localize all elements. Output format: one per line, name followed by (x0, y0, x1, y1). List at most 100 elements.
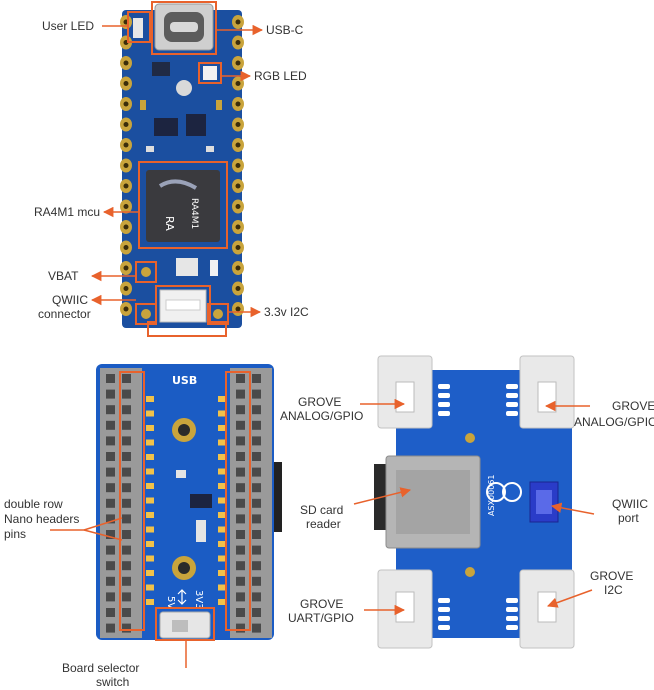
reset-button (176, 80, 192, 96)
nano-socket-pad (218, 526, 226, 533)
header-hole (252, 514, 261, 524)
nano-socket-pad (218, 439, 226, 446)
i2c-3v3-pad (213, 309, 223, 319)
header-hole (106, 452, 115, 461)
label-qwiic-port-2: port (618, 511, 639, 525)
carrier-back-board: ASX00061 GROVE ANALOG/GPIO GROVE ANALOG/… (280, 355, 654, 649)
nano-socket-pad (146, 410, 154, 417)
header-hole (236, 498, 245, 508)
silk-code: ASX00061 (487, 475, 496, 516)
nano-socket-pad (146, 512, 154, 518)
nano-socket-pad (146, 599, 154, 605)
label-sd-line1: SD card (300, 503, 343, 517)
grove-pad (438, 411, 450, 416)
header-hole (106, 545, 115, 555)
nano-socket-pad (146, 497, 154, 504)
header-hole (252, 545, 261, 555)
label-3v3-i2c: 3.3v I2C (264, 305, 309, 319)
nano-socket-pad (146, 468, 154, 475)
header-hole (106, 561, 115, 571)
header-hole (236, 405, 245, 415)
nano-socket-pad (218, 468, 226, 475)
nano-socket-pad (218, 396, 226, 402)
label-usb-c: USB-C (266, 23, 304, 37)
header-hole (252, 608, 261, 617)
chip-marking: RA4M1 (189, 198, 199, 229)
header-hole (252, 498, 261, 508)
grove-bottom-right (519, 569, 575, 649)
header-hole (122, 498, 131, 508)
nano-socket-pad (218, 425, 226, 431)
header-hole (252, 405, 261, 415)
grove-pad (438, 616, 450, 621)
header-hole (252, 420, 261, 430)
label-qwiic-line2: connector (38, 307, 91, 321)
header-hole (236, 452, 245, 461)
header-hole (252, 561, 261, 571)
ra4m1-chip (146, 170, 220, 242)
header-hole (236, 389, 245, 399)
nano-pins-right (232, 15, 244, 316)
grove-pad (506, 393, 518, 398)
header-hole (236, 436, 245, 446)
grove-pad (506, 625, 518, 630)
header-hole (236, 545, 245, 555)
label-user-led: User LED (42, 19, 94, 33)
header-hole (252, 389, 261, 399)
grove-pad (438, 607, 450, 612)
header-hole (122, 623, 131, 633)
header-hole (236, 514, 245, 524)
silk-usb: USB (172, 374, 197, 387)
label-vbat: VBAT (48, 269, 79, 283)
grove-bottom-left (377, 569, 433, 649)
nano-socket-pad (218, 541, 226, 547)
header-hole (236, 530, 245, 539)
header-hole (122, 436, 131, 446)
label-grove-analog-left-2: ANALOG/GPIO (280, 409, 363, 423)
header-hole (106, 467, 115, 477)
header-hole (122, 545, 131, 555)
header-hole (122, 452, 131, 461)
grove-pad (506, 402, 518, 407)
arduino-logo-icon (486, 482, 506, 502)
grove-pad (438, 402, 450, 407)
label-rgb-led: RGB LED (254, 69, 307, 83)
connector-carrier-board: USB 5V 3V3 double row Nano headers pins … (4, 364, 282, 689)
header-hole (122, 530, 131, 539)
grove-pad (506, 607, 518, 612)
grove-pad (438, 393, 450, 398)
header-hole (252, 452, 261, 461)
label-grove-i2c-2: I2C (604, 583, 623, 597)
nano-socket-pad (146, 425, 154, 431)
header-hole (236, 561, 245, 571)
header-hole (252, 530, 261, 539)
nano-socket-pad (218, 410, 226, 417)
nano-socket-pad (146, 584, 154, 591)
header-hole (106, 592, 115, 602)
nano-socket-pad (146, 570, 154, 576)
label-selector-line1: Board selector (62, 661, 139, 675)
header-hole (236, 592, 245, 602)
header-hole (236, 623, 245, 633)
header-hole (106, 498, 115, 508)
nano-socket-pad (146, 541, 154, 547)
header-hole (252, 623, 261, 633)
header-hole (236, 608, 245, 617)
header-hole (106, 514, 115, 524)
header-hole (106, 608, 115, 617)
header-hole (122, 561, 131, 571)
nano-pins-left (120, 15, 132, 316)
header-hole (106, 436, 115, 446)
header-hole (122, 576, 131, 586)
header-hole (236, 483, 245, 493)
header-hole (252, 483, 261, 493)
header-hole (122, 420, 131, 430)
grove-pad (438, 598, 450, 603)
header-hole (122, 483, 131, 493)
nano-board: RA RA4M1 User LED USB-C RGB LED RA4M1 mc… (34, 1, 309, 337)
label-sd-line2: reader (306, 517, 341, 531)
nano-socket-pad (146, 454, 154, 460)
header-hole (122, 405, 131, 415)
label-grove-analog-right-1: GROVE (612, 399, 654, 413)
grove-pad (506, 411, 518, 416)
